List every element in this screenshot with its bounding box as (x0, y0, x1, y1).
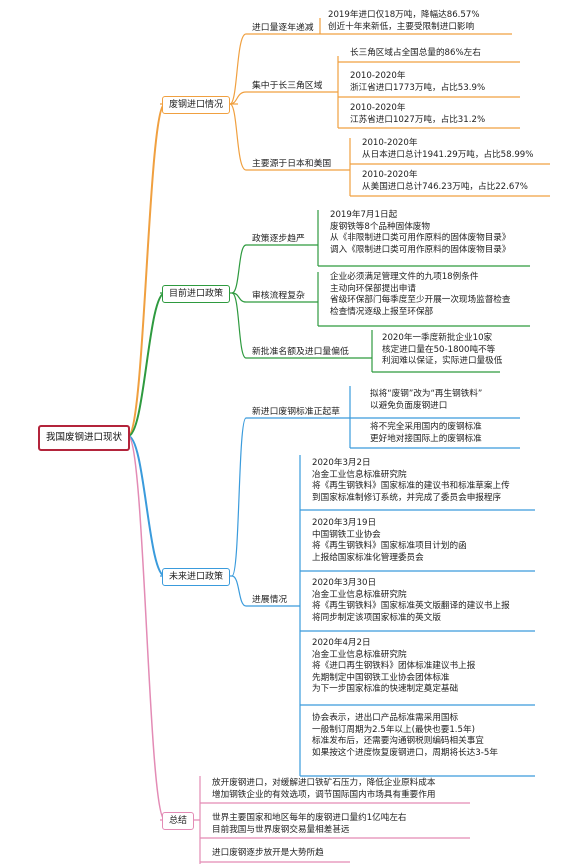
branch-summary: 总结 (162, 812, 195, 830)
branch-import-status: 废钢进口情况 (162, 96, 231, 114)
progress-note-4: 2020年4月2日 冶金工业信息标准研究院 将《进口再生钢铁料》团体标准建议书上… (312, 638, 476, 695)
policy-quota-note: 2020年一季度新批企业10家 核定进口量在50-1800吨不等 利润难以保证，… (382, 333, 503, 367)
policy-review-label: 审核流程复杂 (252, 291, 305, 301)
policy-tighten-label: 政策逐步趋严 (252, 234, 305, 244)
import-decline-label: 进口量逐年递减 (252, 23, 314, 33)
progress-note-3: 2020年3月30日 冶金工业信息标准研究院 将《再生钢铁料》国家标准英文版翻译… (312, 578, 510, 623)
branch-current-policy: 目前进口政策 (162, 285, 231, 303)
import-source-label: 主要源于日本和美国 (252, 159, 332, 169)
import-decline-note: 2019年进口仅18万吨，降幅达86.57% 创近十年来新低，主要受限制进口影响 (328, 10, 480, 32)
summary-note-3: 进口废钢逐步放开是大势所趋 (212, 848, 324, 858)
policy-review-note: 企业必须满足管理文件的九项18例条件 主动向环保部提出申请 省级环保部门每季度至… (330, 272, 511, 317)
import-source-note-1: 2010-2020年 从日本进口总计1941.29万吨，占比58.99% (362, 138, 534, 160)
import-yrd-label: 集中于长三角区域 (252, 81, 323, 91)
progress-note-5: 协会表示，进出口产品标准需采用国标 一般制订周期为2.5年以上(最快也要1.5年… (312, 713, 498, 758)
import-yrd-note-3: 2010-2020年 江苏省进口1027万吨，占比31.2% (350, 103, 486, 125)
future-progress-label: 进展情况 (252, 595, 288, 605)
summary-note-1: 放开废钢进口，对缓解进口铁矿石压力，降低企业原料成本 增加钢铁企业的有效选项，调… (212, 778, 436, 800)
root-topic: 我国废钢进口现状 (38, 425, 130, 451)
future-draft-label: 新进口废钢标准正起草 (252, 407, 340, 417)
policy-tighten-note: 2019年7月1日起 废钢铁等8个品种固体废物 从《非限制进口类可用作原料的固体… (330, 210, 511, 255)
branch-future-policy: 未来进口政策 (162, 568, 231, 586)
progress-note-2: 2020年3月19日 中国钢铁工业协会 将《再生钢铁料》国家标准项目计划的函 上… (312, 518, 467, 563)
import-yrd-note-1: 长三角区域占全国总量的86%左右 (350, 48, 481, 58)
future-draft-note-1: 拟将“废钢”改为“再生钢铁料” 以避免负面废钢进口 (370, 389, 483, 411)
import-yrd-note-2: 2010-2020年 浙江省进口1773万吨，占比53.9% (350, 71, 486, 93)
import-source-note-2: 2010-2020年 从美国进口总计746.23万吨，占比22.67% (362, 170, 528, 192)
policy-quota-label: 新批准名额及进口量偏低 (252, 347, 349, 357)
future-draft-note-2: 将不完全采用国内的废钢标准 更好地对接国际上的废钢标准 (370, 422, 482, 444)
summary-note-2: 世界主要国家和地区每年的废钢进口量约1亿吨左右 目前我国与世界废钢交易量相差甚远 (212, 813, 407, 835)
progress-note-1: 2020年3月2日 冶金工业信息标准研究院 将《再生钢铁料》国家标准的建议书和标… (312, 458, 510, 503)
